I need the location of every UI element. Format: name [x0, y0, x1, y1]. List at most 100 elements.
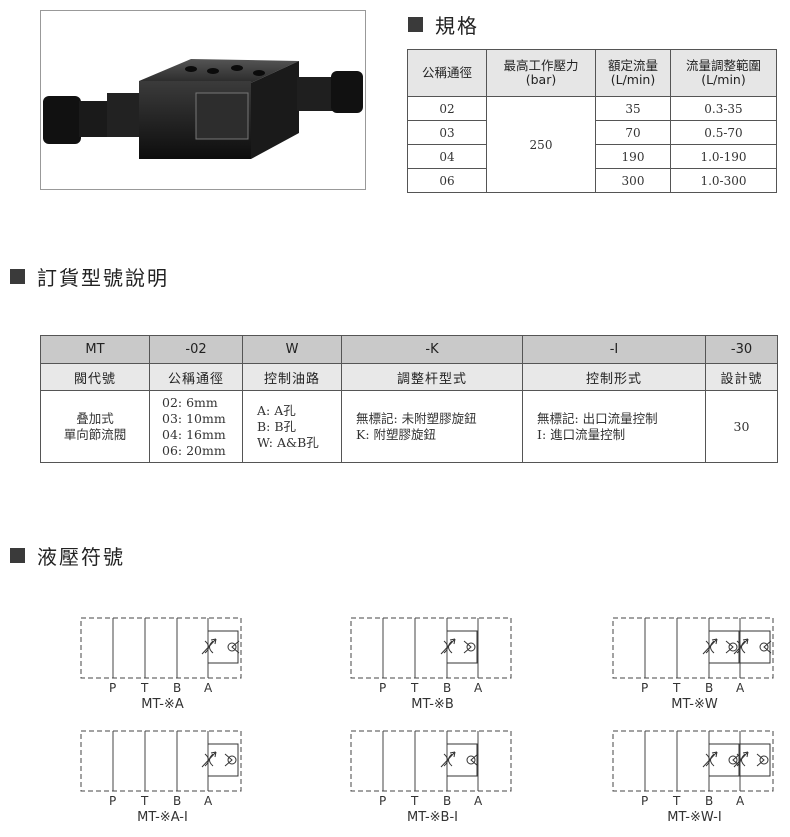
port-label: A — [736, 794, 745, 808]
port-label: P — [379, 794, 387, 808]
port-label: P — [641, 681, 649, 695]
spec-range: 0.3-35 — [670, 96, 777, 121]
spec-header-row: 公稱通徑 最高工作壓力(bar) 額定流量(L/min) 流量調整範圍(L/mi… — [407, 49, 777, 97]
spec-header-range: 流量調整範圍(L/min) — [670, 49, 777, 97]
spec-size: 04 — [407, 144, 487, 169]
label-cell: 控制油路 — [242, 363, 342, 391]
spec-pressure: 250 — [486, 96, 596, 193]
order-code-row: MT -02 W -K -I -30 — [40, 335, 778, 364]
spec-range: 1.0-190 — [670, 144, 777, 169]
port-label: P — [109, 681, 117, 695]
port-label: T — [141, 681, 149, 695]
throttle-check-unit — [440, 630, 478, 664]
code-cell: MT — [40, 335, 150, 364]
spec-flow: 190 — [595, 144, 671, 169]
order-heading: 訂貨型號說明 — [10, 262, 169, 291]
symbol-caption: MT-※A-I — [137, 810, 188, 825]
order-title: 訂貨型號說明 — [37, 266, 169, 290]
throttle-check-unit — [440, 743, 479, 777]
symbol-diagram — [80, 730, 242, 792]
symbol-diagram — [80, 617, 242, 679]
throttle-check-unit — [702, 630, 740, 664]
spec-title: 規格 — [435, 14, 479, 38]
port-label: A — [736, 681, 745, 695]
hydraulic-symbol: P T B A MT-※A — [80, 617, 260, 717]
throttle-check-unit — [201, 743, 239, 777]
port-label: T — [141, 794, 149, 808]
port-label: B — [443, 794, 452, 808]
port-label: P — [641, 794, 649, 808]
product-photo — [40, 10, 366, 190]
heading-square-icon — [408, 17, 423, 32]
port-label: P — [109, 794, 117, 808]
port-label: A — [474, 794, 483, 808]
spec-size: 02 — [407, 96, 487, 121]
symbols-title: 液壓符號 — [37, 545, 125, 569]
table-row: 06 300 1.0-300 — [407, 168, 777, 193]
table-row: 04 190 1.0-190 — [407, 144, 777, 169]
symbol-diagram — [350, 730, 512, 792]
spec-flow: 35 — [595, 96, 671, 121]
code-cell: W — [242, 335, 342, 364]
port-label: B — [705, 794, 714, 808]
spec-table: 公稱通徑 最高工作壓力(bar) 額定流量(L/min) 流量調整範圍(L/mi… — [407, 49, 777, 193]
code-cell: -02 — [149, 335, 243, 364]
symbol-caption: MT-※A — [141, 697, 184, 712]
table-row: 03 70 0.5-70 — [407, 120, 777, 145]
spec-range: 0.5-70 — [670, 120, 777, 145]
port-label: A — [204, 681, 213, 695]
order-code-table: MT -02 W -K -I -30 閥代號 公稱通徑 控制油路 調整杆型式 控… — [40, 335, 778, 463]
code-cell: -I — [522, 335, 706, 364]
throttle-check-unit — [733, 743, 771, 777]
symbol-diagram — [612, 730, 774, 792]
throttle-check-unit — [702, 743, 741, 777]
order-label-row: 閥代號 公稱通徑 控制油路 調整杆型式 控制形式 設計號 — [40, 363, 778, 391]
detail-design: 30 — [705, 390, 778, 463]
port-label: B — [173, 681, 182, 695]
port-label: B — [705, 681, 714, 695]
code-cell: -30 — [705, 335, 778, 364]
code-cell: -K — [341, 335, 523, 364]
spec-header-pressure: 最高工作壓力(bar) — [486, 49, 596, 97]
heading-square-icon — [10, 548, 25, 563]
label-cell: 調整杆型式 — [341, 363, 523, 391]
port-label: A — [204, 794, 213, 808]
label-cell: 公稱通徑 — [149, 363, 243, 391]
label-cell: 設計號 — [705, 363, 778, 391]
throttle-check-unit — [733, 630, 772, 664]
spec-size: 06 — [407, 168, 487, 193]
port-label: B — [173, 794, 182, 808]
spec-header-flow: 額定流量(L/min) — [595, 49, 671, 97]
spec-flow: 70 — [595, 120, 671, 145]
throttle-check-unit — [201, 630, 240, 664]
detail-valve-type: 叠加式單向節流閥 — [40, 390, 150, 463]
spec-heading: 規格 — [408, 10, 479, 39]
port-label: T — [411, 794, 419, 808]
hydraulic-symbol: P T B A MT-※A-I — [80, 730, 260, 830]
symbol-diagram — [612, 617, 774, 679]
spec-header-size: 公稱通徑 — [407, 49, 487, 97]
spec-flow: 300 — [595, 168, 671, 193]
table-row: 02 250 35 0.3-35 — [407, 96, 777, 193]
port-label: B — [443, 681, 452, 695]
symbols-heading: 液壓符號 — [10, 541, 125, 570]
port-label: P — [379, 681, 387, 695]
label-cell: 閥代號 — [40, 363, 150, 391]
label-cell: 控制形式 — [522, 363, 706, 391]
symbol-caption: MT-※W-I — [667, 810, 722, 825]
symbol-caption: MT-※B — [411, 697, 454, 712]
spec-range: 1.0-300 — [670, 168, 777, 193]
port-label: A — [474, 681, 483, 695]
port-label: T — [673, 681, 681, 695]
spec-size: 03 — [407, 120, 487, 145]
valve-image — [43, 59, 363, 159]
heading-square-icon — [10, 269, 25, 284]
